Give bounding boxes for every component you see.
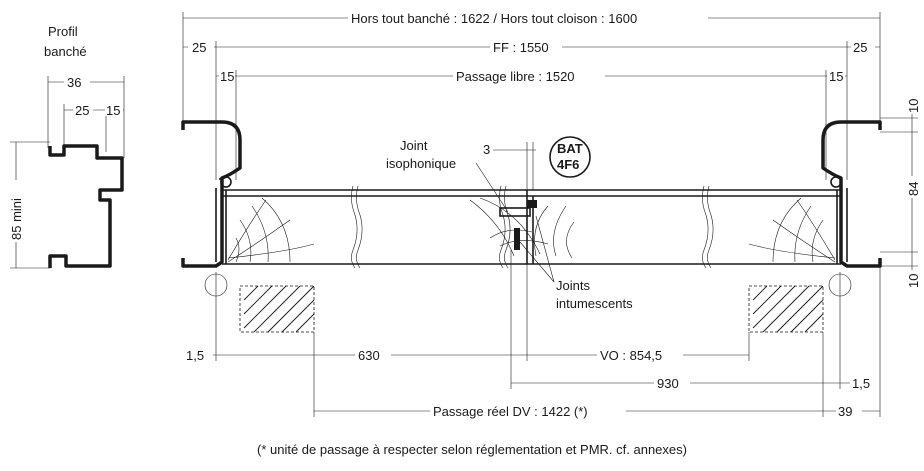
left-frame	[181, 120, 242, 268]
profile-dim-85: 85 mini	[9, 198, 24, 240]
label-joints-int-2: intumescents	[556, 296, 633, 311]
profile-dim-36: 36	[67, 75, 81, 90]
bat-badge	[549, 136, 591, 178]
dim-passage-libre: Passage libre : 1520	[456, 69, 575, 84]
dim-passage-reel: Passage réel DV : 1422 (*)	[433, 404, 588, 419]
dim-right-25: 25	[853, 40, 867, 55]
label-joint-iso-2: isophonique	[386, 156, 456, 171]
dim-right-84: 84	[906, 182, 921, 196]
badge-line2: 4F6	[557, 157, 579, 172]
right-frame	[821, 120, 882, 268]
dim-3: 3	[483, 142, 490, 157]
dim-39: 39	[838, 404, 852, 419]
profile-shape	[48, 144, 124, 268]
dim-1-5-right: 1,5	[852, 376, 870, 391]
profile-drawing: Profil banché 36 25 15 85 mini	[8, 24, 125, 269]
dim-left-25: 25	[192, 40, 206, 55]
core-grain	[227, 197, 836, 263]
profile-dim-15: 15	[106, 103, 120, 118]
profile-dim-25: 25	[75, 103, 89, 118]
label-joint-iso-1: Joint	[400, 138, 428, 153]
dim-930: 930	[657, 376, 679, 391]
dim-1-5-left: 1,5	[186, 348, 204, 363]
dim-right-15: 15	[829, 69, 843, 84]
dim-left-15: 15	[220, 69, 234, 84]
door-leaves	[222, 185, 841, 269]
right-dimensions: 10 84 10	[880, 96, 921, 290]
hatched-zones	[239, 285, 824, 333]
dim-overall: Hors tout banché : 1622 / Hors tout cloi…	[351, 11, 637, 26]
annotations: Joint isophonique 3 BAT 4F6 Joints intum…	[386, 136, 633, 311]
dim-630: 630	[358, 348, 380, 363]
dim-vo: VO : 854,5	[600, 348, 662, 363]
label-joints-int-1: Joints	[556, 278, 590, 293]
dim-right-10-bottom: 10	[906, 274, 921, 288]
profile-title-line1: Profil	[48, 24, 78, 39]
top-dimensions: Hors tout banché : 1622 / Hors tout cloi…	[182, 10, 881, 180]
dim-ff: FF : 1550	[493, 40, 549, 55]
footnote: (* unité de passage à respecter selon ré…	[257, 442, 687, 457]
badge-line1: BAT	[557, 141, 583, 156]
dim-right-10-top: 10	[906, 99, 921, 113]
profile-title-line2: banché	[44, 44, 87, 59]
bottom-dimensions: 1,5 630 VO : 854,5 930 1,5 Passage réel …	[183, 250, 881, 419]
